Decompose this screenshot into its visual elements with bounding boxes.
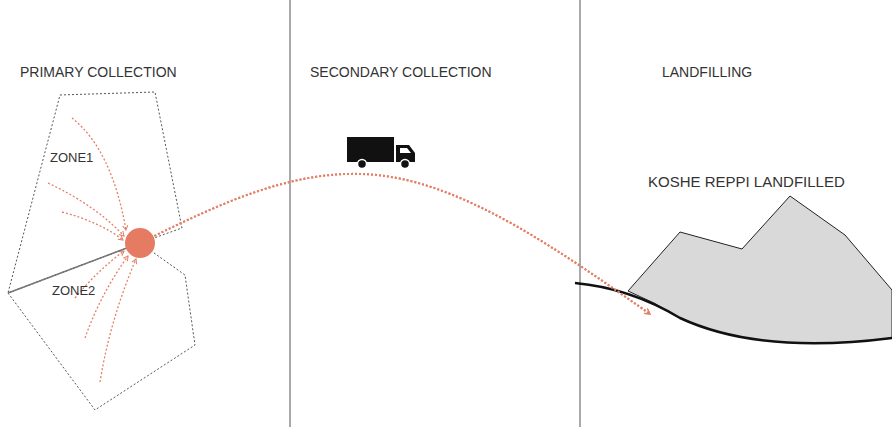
collection-point [125,228,155,258]
zone-area: ZONE2 [8,243,198,413]
truck-window [400,148,411,153]
feeder-arrow [72,118,126,230]
flow-connector [140,174,650,314]
truck-wheel [358,160,367,169]
feeder-arrow [85,256,128,338]
column-divider [290,0,291,427]
truck-icon [347,137,415,169]
zone-area: ZONE1 [8,90,182,243]
column-heading: LANDFILLING [662,64,752,80]
zone-outline [8,243,195,410]
feeder-arrows [48,118,136,382]
node-label: KOSHE REPPI LANDFILLED [648,173,845,190]
zone-outline [8,92,182,293]
column-heading: PRIMARY COLLECTION [20,64,177,80]
truck-wheel [401,160,410,169]
landfill-site: KOSHE REPPI LANDFILLED [650,170,892,350]
node-outline [8,90,182,243]
feeder-arrow [75,251,124,298]
column-heading: SECONDARY COLLECTION [310,64,492,80]
zone-divider [8,243,140,293]
feeder-arrow [48,183,124,236]
node-label: ZONE2 [52,283,95,298]
ground-line [575,283,892,343]
landfill-mound [628,196,892,343]
column-divider [580,0,581,427]
node-outline [8,243,198,413]
truck-body [347,137,394,162]
node-label: ZONE1 [50,150,93,165]
truck-cab [396,145,415,162]
feeder-arrow [62,212,123,240]
node-outline [650,170,892,350]
flow-connector [140,174,650,314]
feeder-arrow [100,259,136,382]
